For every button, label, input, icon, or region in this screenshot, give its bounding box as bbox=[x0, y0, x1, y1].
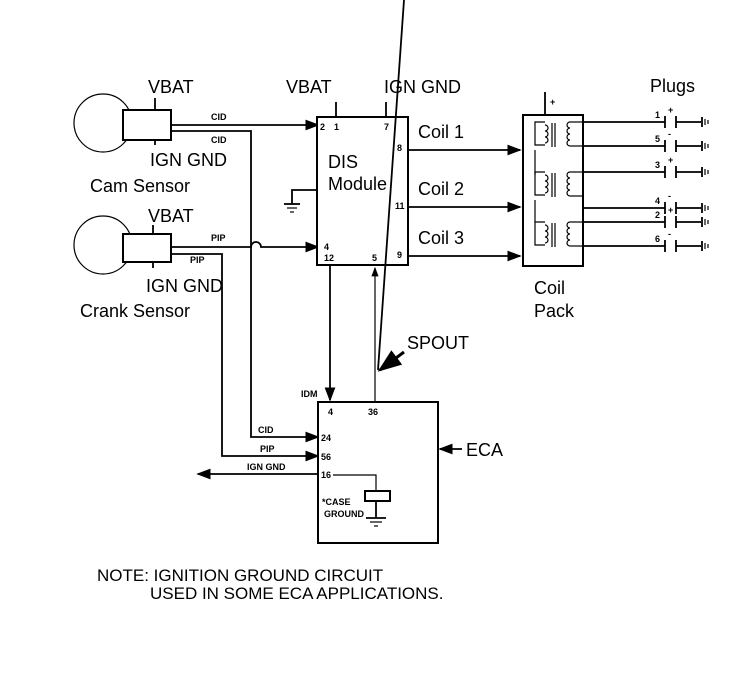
eca-pip-label: PIP bbox=[260, 444, 275, 454]
plug-cyl-label: 3 bbox=[655, 160, 660, 170]
dis-pin-5: 5 bbox=[372, 253, 377, 263]
plug-polarity-label: + bbox=[668, 205, 673, 215]
plug-polarity-label: + bbox=[668, 155, 673, 165]
plug-cyl-label: 2 bbox=[655, 210, 660, 220]
dis-ign-gnd-label: IGN GND bbox=[384, 77, 461, 97]
dis-pin-1: 1 bbox=[334, 122, 339, 132]
coil-3-label: Coil 3 bbox=[418, 228, 464, 248]
cam-vbat-label: VBAT bbox=[148, 77, 194, 97]
crank-sensor: VBAT IGN GND Crank Sensor bbox=[73, 206, 223, 321]
dis-pin-2: 2 bbox=[320, 122, 325, 132]
crank-sensor-connector bbox=[122, 233, 172, 263]
coil-2-label: Coil 2 bbox=[418, 179, 464, 199]
eca-pin-36: 36 bbox=[368, 407, 378, 417]
plug-polarity-label: - bbox=[668, 229, 671, 239]
plug-cyl-label: 1 bbox=[655, 110, 660, 120]
eca-label: ECA bbox=[466, 440, 503, 460]
dis-pin-12: 12 bbox=[324, 253, 334, 263]
eca-ign-gnd-label: IGN GND bbox=[247, 462, 286, 472]
plug-cyl-label: 4 bbox=[655, 196, 660, 206]
dis-eca-wires: IDM SPOUT bbox=[301, 0, 469, 402]
cam-ign-gnd-label: IGN GND bbox=[150, 150, 227, 170]
cid-wires: CID CID bbox=[171, 112, 320, 443]
dis-module: VBAT IGN GND DIS Module 2 1 7 8 11 4 12 … bbox=[284, 77, 461, 266]
pip-wire-label: PIP bbox=[211, 233, 226, 243]
dis-label-line1: DIS bbox=[328, 152, 358, 172]
coil-1-label: Coil 1 bbox=[418, 122, 464, 142]
plug-row: 2+ bbox=[583, 205, 709, 228]
dis-pin-11: 11 bbox=[395, 201, 405, 211]
eca: 4 36 24 56 16 CID PIP IGN GND *CASE GROU… bbox=[196, 401, 503, 544]
eca-pin-24: 24 bbox=[321, 433, 331, 443]
dis-pin-7: 7 bbox=[384, 122, 389, 132]
eca-box bbox=[317, 401, 439, 544]
cam-sensor: VBAT IGN GND Cam Sensor bbox=[73, 77, 227, 196]
eca-pin-16: 16 bbox=[321, 470, 331, 480]
coil-pack-label-line1: Coil bbox=[534, 278, 565, 298]
plugs: Plugs 1+5-3+4-2+6- bbox=[583, 76, 709, 252]
plug-cyl-label: 6 bbox=[655, 234, 660, 244]
coil-pack: + Coil Pack bbox=[522, 92, 584, 321]
pip-return-label: PIP bbox=[190, 255, 205, 265]
plug-row: 6- bbox=[583, 229, 709, 252]
crank-sensor-label: Crank Sensor bbox=[80, 301, 190, 321]
plug-row: 4- bbox=[583, 191, 709, 214]
case-ground-label-line1: *CASE bbox=[322, 497, 351, 507]
plugs-title: Plugs bbox=[650, 76, 695, 96]
spout-label: SPOUT bbox=[407, 333, 469, 353]
case-ground-resistor bbox=[364, 490, 391, 502]
cam-sensor-connector bbox=[122, 109, 172, 141]
dis-label-line2: Module bbox=[328, 174, 387, 194]
coil-pack-plus: + bbox=[550, 97, 555, 107]
plug-row: 5- bbox=[583, 129, 709, 152]
idm-wire-label: IDM bbox=[301, 389, 318, 399]
note-line1: NOTE: IGNITION GROUND CIRCUIT bbox=[97, 566, 383, 585]
eca-pin-4: 4 bbox=[328, 407, 333, 417]
cid-return-label: CID bbox=[211, 135, 227, 145]
coil-pack-box bbox=[522, 114, 584, 267]
dis-pin-4: 4 bbox=[324, 242, 329, 252]
crank-vbat-label: VBAT bbox=[148, 206, 194, 226]
pip-wires: PIP PIP bbox=[171, 233, 320, 462]
coil-pack-label-line2: Pack bbox=[534, 301, 575, 321]
crank-ign-gnd-label: IGN GND bbox=[146, 276, 223, 296]
coil-wires: Coil 1 Coil 2 Coil 3 bbox=[408, 122, 522, 262]
eca-pin-56: 56 bbox=[321, 452, 331, 462]
plug-row: 1+ bbox=[583, 105, 709, 128]
cid-wire-label: CID bbox=[211, 112, 227, 122]
plug-row: 3+ bbox=[583, 155, 709, 178]
plug-polarity-label: - bbox=[668, 191, 671, 201]
dis-vbat-label: VBAT bbox=[286, 77, 332, 97]
dis-pin-8: 8 bbox=[397, 143, 402, 153]
plug-polarity-label: - bbox=[668, 129, 671, 139]
case-ground-label-line2: GROUND bbox=[324, 509, 364, 519]
cam-sensor-label: Cam Sensor bbox=[90, 176, 190, 196]
plug-polarity-label: + bbox=[668, 105, 673, 115]
dis-pin-9: 9 bbox=[397, 250, 402, 260]
note-line2: USED IN SOME ECA APPLICATIONS. bbox=[150, 584, 443, 603]
dis-module-box bbox=[316, 116, 409, 266]
plug-cyl-label: 5 bbox=[655, 134, 660, 144]
eca-cid-label: CID bbox=[258, 425, 274, 435]
